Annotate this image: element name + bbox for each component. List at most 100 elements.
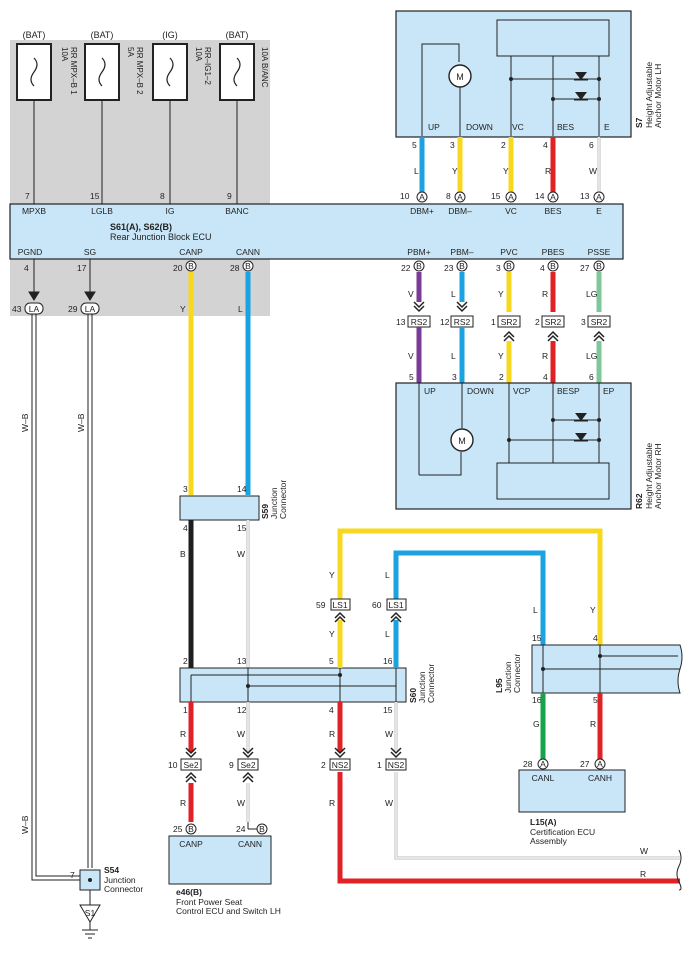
svg-text:NS2: NS2: [332, 760, 349, 770]
svg-text:Control ECU and Switch LH: Control ECU and Switch LH: [176, 906, 281, 916]
svg-text:24: 24: [236, 824, 246, 834]
svg-text:Connector: Connector: [104, 884, 143, 894]
svg-text:2: 2: [501, 140, 506, 150]
pin-label: UP: [424, 386, 436, 396]
svg-text:2: 2: [183, 656, 188, 666]
svg-text:B: B: [180, 549, 186, 559]
svg-text:25: 25: [173, 824, 183, 834]
svg-text:A: A: [508, 192, 514, 202]
svg-text:B: B: [416, 261, 422, 271]
ext-wire-r-label: R: [640, 869, 646, 879]
svg-text:B: B: [550, 261, 556, 271]
svg-text:Connector: Connector: [426, 664, 436, 703]
svg-text:10A: 10A: [194, 47, 203, 62]
svg-text:B: B: [459, 261, 465, 271]
svg-text:Y: Y: [180, 304, 186, 314]
svg-text:5: 5: [329, 656, 334, 666]
svg-text:R: R: [329, 729, 335, 739]
svg-text:27: 27: [580, 263, 590, 273]
svg-text:4: 4: [543, 372, 548, 382]
svg-text:RS2: RS2: [454, 317, 471, 327]
svg-text:B: B: [188, 261, 194, 271]
svg-text:L: L: [533, 605, 538, 615]
fuse-supply-label: (BAT): [91, 30, 114, 40]
svg-text:SG: SG: [84, 247, 96, 257]
svg-text:W: W: [237, 798, 245, 808]
svg-text:15: 15: [532, 633, 542, 643]
svg-text:Y: Y: [498, 351, 504, 361]
svg-text:IG: IG: [166, 206, 175, 216]
s59-junction-connector: 3 14 4 15 S59 Junction Connector: [179, 480, 288, 533]
svg-text:R: R: [542, 351, 548, 361]
ecu-code: S61(A), S62(B): [110, 222, 172, 232]
svg-text:R: R: [329, 798, 335, 808]
svg-text:1: 1: [377, 760, 382, 770]
svg-text:12: 12: [237, 705, 247, 715]
fuse-supply-label: (BAT): [226, 30, 249, 40]
fuse-4: (BAT) 10A B/ANC: [219, 30, 269, 101]
svg-text:Junction: Junction: [104, 875, 136, 885]
svg-text:CANN: CANN: [236, 247, 260, 257]
svg-text:Y: Y: [503, 166, 509, 176]
svg-text:4: 4: [540, 263, 545, 273]
svg-text:Y: Y: [452, 166, 458, 176]
fuse-wires: [33, 100, 238, 204]
svg-text:B: B: [188, 824, 194, 834]
svg-text:5: 5: [593, 695, 598, 705]
svg-text:59: 59: [316, 600, 326, 610]
svg-text:6: 6: [589, 372, 594, 382]
svg-text:LA: LA: [29, 304, 40, 314]
svg-text:A: A: [597, 759, 603, 769]
svg-text:L95: L95: [494, 678, 504, 693]
svg-text:LA: LA: [85, 304, 96, 314]
svg-text:CANP: CANP: [179, 247, 203, 257]
svg-text:L: L: [414, 166, 419, 176]
svg-text:15: 15: [90, 191, 100, 201]
pin-label: BESP: [557, 386, 580, 396]
svg-text:V: V: [408, 289, 414, 299]
svg-text:3: 3: [183, 484, 188, 494]
svg-text:L15(A): L15(A): [530, 817, 557, 827]
svg-text:14: 14: [535, 191, 545, 201]
pin-label: DOWN: [467, 386, 494, 396]
svg-text:W: W: [237, 549, 245, 559]
svg-text:2: 2: [321, 760, 326, 770]
svg-text:29: 29: [68, 304, 78, 314]
svg-text:5: 5: [412, 140, 417, 150]
svg-text:R: R: [180, 729, 186, 739]
svg-text:Assembly: Assembly: [530, 836, 568, 846]
svg-text:A: A: [457, 192, 463, 202]
svg-text:13: 13: [396, 317, 406, 327]
ground-lines: [28, 259, 96, 301]
e46-front-power-seat-ecu: B B 25 24 CANP CANN e46(B) Front Power S…: [168, 822, 281, 916]
svg-text:Y: Y: [498, 289, 504, 299]
svg-text:MPXB: MPXB: [22, 206, 46, 216]
ls1-wires: LS1 LS1 59 60 Y L Y L L Y: [316, 528, 603, 668]
svg-text:Junction: Junction: [417, 671, 427, 703]
svg-text:S60: S60: [408, 688, 418, 703]
svg-text:PSSE: PSSE: [588, 247, 611, 257]
svg-text:1: 1: [183, 705, 188, 715]
ext-wire-w-label: W: [640, 846, 648, 856]
svg-text:S54: S54: [104, 865, 119, 875]
fuse-name-line1: 10A: [60, 47, 69, 62]
svg-text:Se2: Se2: [183, 760, 198, 770]
svg-text:RR MPX–B 2: RR MPX–B 2: [135, 47, 144, 95]
svg-text:L: L: [385, 629, 390, 639]
svg-text:LS1: LS1: [388, 600, 403, 610]
svg-text:CANN: CANN: [238, 839, 262, 849]
svg-text:23: 23: [444, 263, 454, 273]
svg-text:Y: Y: [590, 605, 596, 615]
ecu-name: Rear Junction Block ECU: [110, 232, 212, 242]
svg-text:S59: S59: [260, 504, 270, 519]
svg-text:SR2: SR2: [545, 317, 562, 327]
l95-to-l15-wires: G R: [533, 693, 603, 760]
pin-label: BES: [557, 122, 574, 132]
svg-text:9: 9: [229, 760, 234, 770]
svg-text:B: B: [596, 261, 602, 271]
svg-text:7: 7: [25, 191, 30, 201]
svg-text:PBES: PBES: [542, 247, 565, 257]
fuse-1: (BAT) 10A RR MPX–B 1: [16, 30, 78, 101]
svg-text:E: E: [596, 206, 602, 216]
